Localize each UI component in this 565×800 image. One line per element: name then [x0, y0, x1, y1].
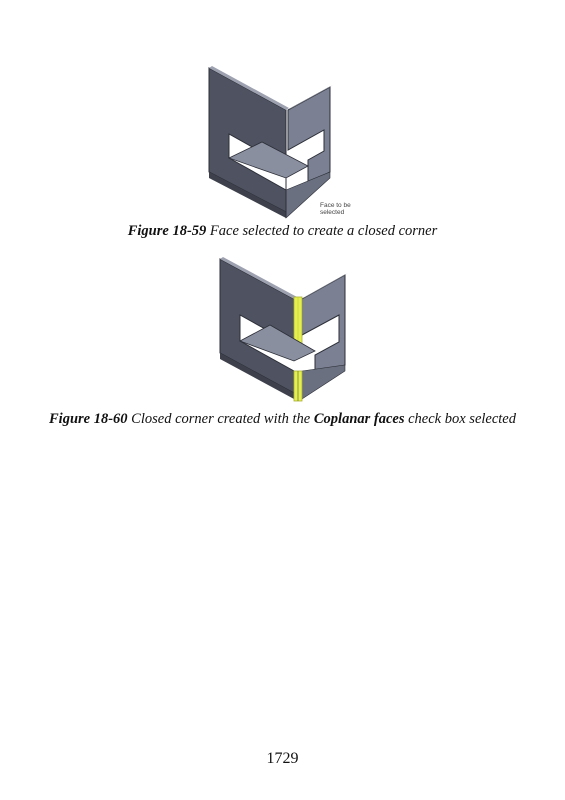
left-flange	[219, 258, 295, 394]
base-face	[239, 324, 316, 362]
base-face	[227, 141, 309, 179]
front-lower-left	[209, 172, 286, 218]
right-flange-edge	[288, 85, 333, 110]
figure-annotation-line1: Face to be	[320, 202, 351, 209]
caption-bold-term: Coplanar faces	[313, 411, 405, 427]
front-lower-right	[301, 364, 346, 400]
front-lower-left	[220, 353, 294, 399]
page-number: 1729	[266, 750, 299, 767]
figure-18-59-caption: Figure 18-59 Face selected to create a c…	[40, 223, 525, 240]
caption-text-after: check box selected	[404, 411, 516, 427]
right-flange	[287, 86, 331, 185]
caption-text: Face selected to create a closed corner	[206, 223, 438, 239]
left-flange-edge	[209, 66, 289, 110]
figure-18-60-caption: Figure 18-60 Closed corner created with …	[40, 411, 525, 428]
figure-label: Figure 18-59	[127, 223, 207, 239]
left-flange-edge	[220, 257, 297, 299]
figure-18-59-image: Face to be selected	[208, 66, 351, 219]
right-flange	[301, 274, 346, 380]
figure-label: Figure 18-60	[49, 411, 128, 427]
right-flange-edge	[302, 273, 348, 299]
left-flange	[208, 67, 287, 213]
caption-text-before: Closed corner created with the	[127, 411, 314, 427]
figure-18-60-image	[219, 257, 348, 402]
figure-annotation-line2: selected	[320, 209, 345, 216]
